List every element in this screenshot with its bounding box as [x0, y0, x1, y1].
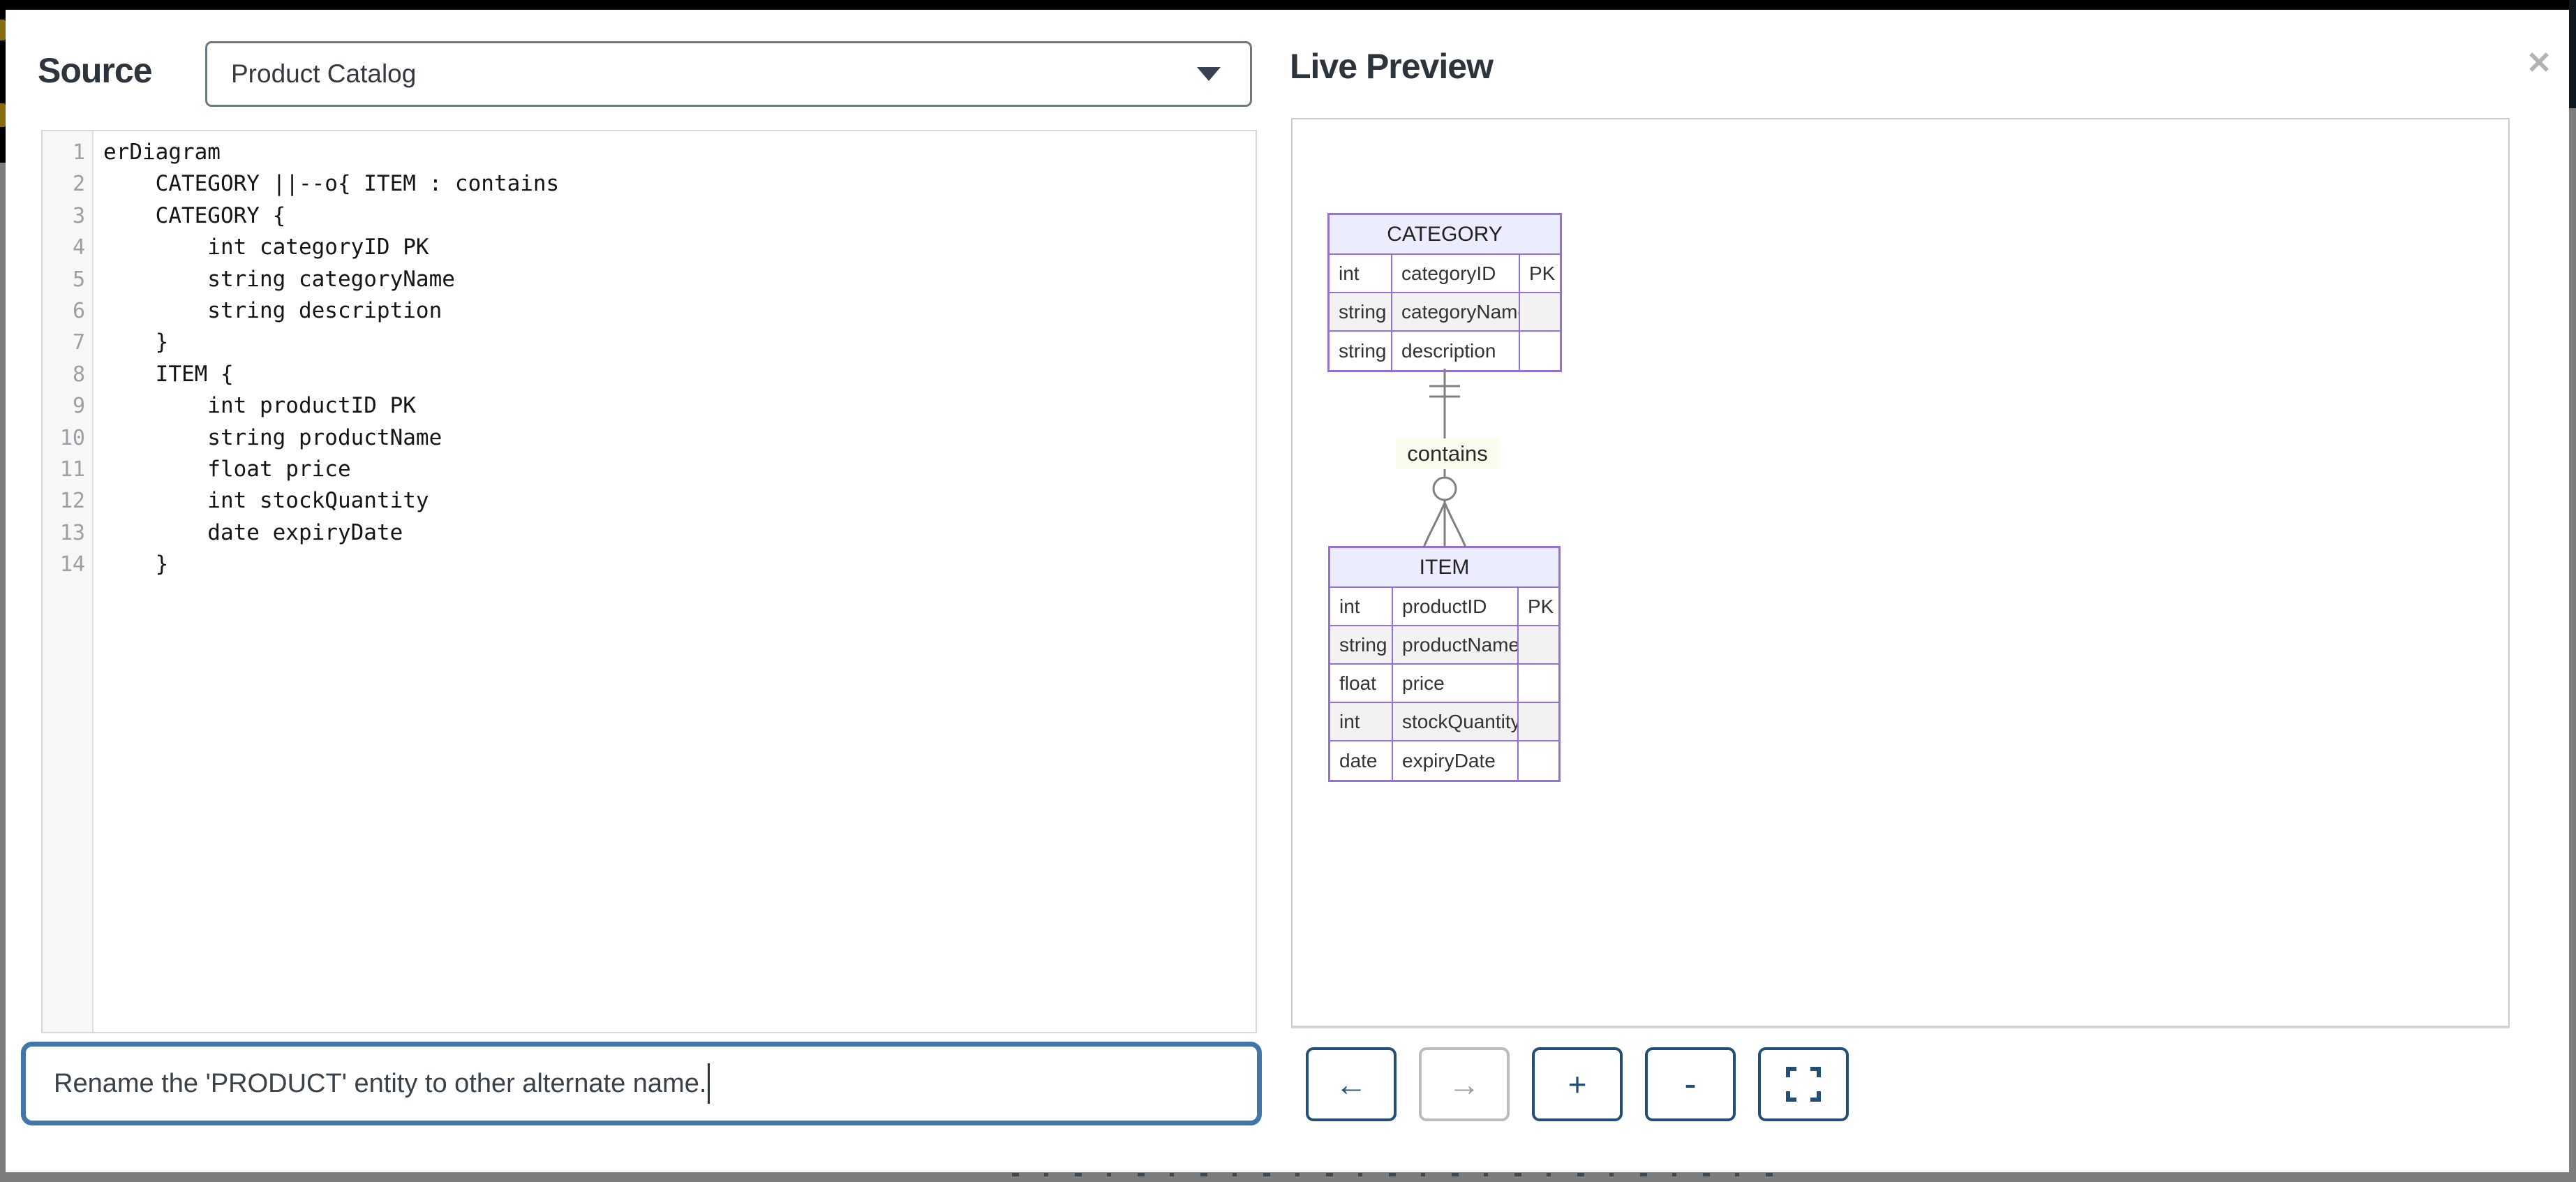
arrow-left-icon: ←: [1335, 1066, 1367, 1102]
entity-header: CATEGORY: [1330, 215, 1560, 255]
attribute-name-cell: stockQuantity: [1393, 703, 1519, 741]
attribute-type-cell: string: [1330, 293, 1392, 332]
zoom-in-button[interactable]: +: [1532, 1047, 1623, 1121]
attribute-key-cell: [1519, 741, 1558, 780]
code-line: float price: [103, 456, 351, 482]
attribute-key-cell: [1519, 626, 1558, 665]
backdrop-right-strip-lower: [2569, 108, 2576, 1172]
redo-button[interactable]: →: [1419, 1047, 1510, 1121]
code-line: ITEM {: [103, 361, 234, 387]
attribute-name-cell: price: [1393, 665, 1519, 703]
backdrop-cutoff-text-artifact: [1012, 1173, 1794, 1176]
text-cursor: [708, 1063, 710, 1104]
entity-header: ITEM: [1330, 548, 1558, 588]
backdrop-right-strip: [2569, 0, 2576, 108]
attribute-name-cell: categoryName: [1392, 293, 1520, 332]
attribute-type-cell: date: [1330, 741, 1393, 780]
backdrop-left-strip-lower: [0, 163, 6, 1172]
chevron-down-icon: [1197, 67, 1221, 81]
attribute-name-cell: categoryID: [1392, 255, 1520, 293]
line-number: 11: [59, 457, 85, 482]
code-line: int productID PK: [103, 393, 416, 419]
diagram-select-value: Product Catalog: [231, 59, 417, 88]
attribute-type-cell: int: [1330, 588, 1393, 626]
relationship-connector: [1422, 369, 1467, 548]
line-number: 3: [72, 203, 85, 228]
attribute-type-cell: string: [1330, 626, 1393, 665]
backdrop-bottom-strip: [0, 1172, 2576, 1182]
line-number: 13: [59, 520, 85, 545]
zoom-out-button[interactable]: -: [1645, 1047, 1736, 1121]
backdrop-left-strip: [0, 0, 6, 163]
line-number: 14: [59, 552, 85, 577]
code-line: string categoryName: [103, 266, 455, 292]
relationship-label: contains: [1396, 438, 1499, 469]
attribute-key-cell: PK: [1519, 588, 1558, 626]
code-line: string productName: [103, 424, 442, 450]
code-line: CATEGORY {: [103, 202, 286, 228]
attribute-key-cell: [1520, 293, 1560, 332]
prompt-input-value: Rename the 'PRODUCT' entity to other alt…: [54, 1068, 707, 1098]
diagram-select[interactable]: Product Catalog: [205, 41, 1252, 107]
line-number: 4: [72, 235, 85, 260]
line-number: 9: [72, 394, 85, 419]
minus-icon: -: [1684, 1064, 1697, 1105]
attribute-name-cell: expiryDate: [1393, 741, 1519, 780]
plus-icon: +: [1568, 1066, 1587, 1102]
line-number: 5: [72, 267, 85, 292]
attribute-type-cell: int: [1330, 255, 1392, 293]
arrow-right-icon: →: [1448, 1066, 1480, 1102]
source-panel-title: Source: [38, 51, 153, 90]
code-line: erDiagram: [103, 140, 221, 165]
attribute-type-cell: int: [1330, 703, 1393, 741]
line-number: 6: [72, 298, 85, 323]
fullscreen-icon: [1786, 1067, 1821, 1102]
code-line: }: [103, 330, 169, 355]
close-icon[interactable]: ✕: [2526, 45, 2552, 80]
line-number: 2: [72, 172, 85, 197]
line-number: 8: [72, 362, 85, 387]
attribute-name-cell: productID: [1393, 588, 1519, 626]
code-line: }: [103, 552, 169, 577]
attribute-type-cell: string: [1330, 332, 1392, 370]
attribute-key-cell: [1519, 665, 1558, 703]
preview-panel-title: Live Preview: [1290, 47, 1494, 86]
code-line: int stockQuantity: [103, 488, 429, 514]
code-line: string description: [103, 297, 442, 323]
attribute-key-cell: PK: [1520, 255, 1560, 293]
backdrop-top-strip: [0, 0, 2576, 10]
backdrop-artifact: [0, 103, 6, 127]
line-number: 10: [59, 425, 85, 450]
attribute-key-cell: [1520, 332, 1560, 370]
code-line: int categoryID PK: [103, 235, 429, 260]
attribute-key-cell: [1519, 703, 1558, 741]
editor-code: erDiagram CATEGORY ||--o{ ITEM : contain…: [94, 131, 1256, 1032]
line-number: 7: [72, 330, 85, 355]
attribute-type-cell: float: [1330, 665, 1393, 703]
backdrop-artifact: [0, 20, 6, 40]
code-line: CATEGORY ||--o{ ITEM : contains: [103, 171, 560, 197]
code-line: date expiryDate: [103, 519, 403, 545]
attribute-name-cell: description: [1392, 332, 1520, 370]
fit-view-button[interactable]: [1758, 1047, 1849, 1121]
undo-button[interactable]: ←: [1306, 1047, 1397, 1121]
attribute-name-cell: productName: [1393, 626, 1519, 665]
prompt-input[interactable]: Rename the 'PRODUCT' entity to other alt…: [21, 1042, 1262, 1125]
line-number: 12: [59, 489, 85, 514]
line-number: 1: [72, 140, 85, 165]
